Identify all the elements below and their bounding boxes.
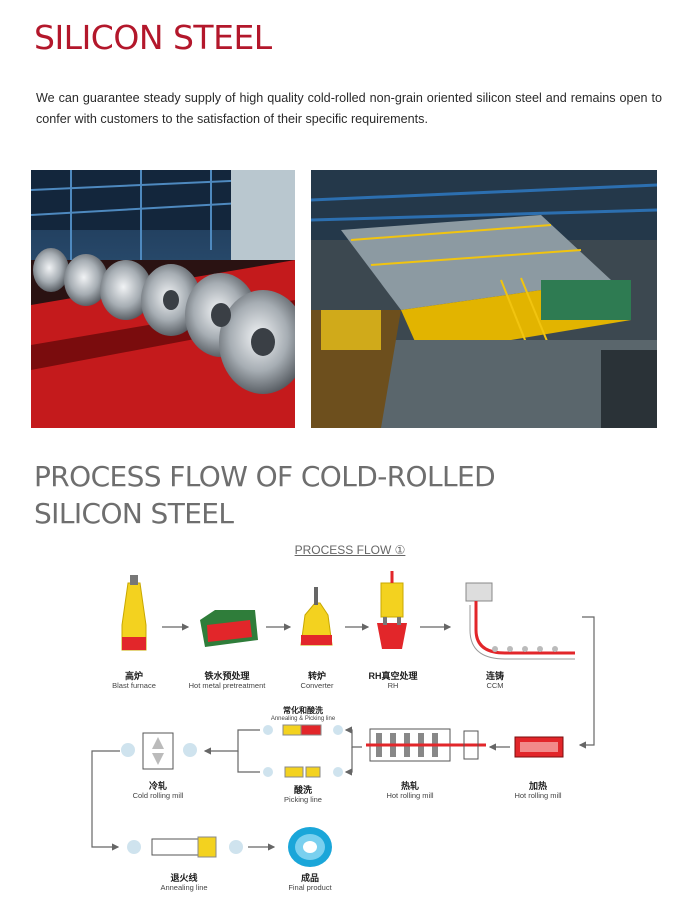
step-label-en: CCM [486, 681, 504, 690]
blast-furnace-icon [121, 575, 147, 651]
step-label-zh: 高炉 [124, 671, 143, 681]
ccm-icon [465, 582, 575, 660]
step-label-en: Final product [288, 883, 332, 892]
step-label-zh: 热轧 [400, 781, 419, 791]
step-label-zh: 酸洗 [293, 785, 312, 795]
rh-icon [377, 571, 407, 649]
step-label-en: Blast furnace [112, 681, 156, 690]
step-label-zh: 连铸 [485, 671, 504, 681]
step-label-zh: 转炉 [307, 671, 326, 681]
step-label-zh: RH真空处理 [368, 671, 418, 681]
converter-icon [300, 587, 333, 646]
step-label-en: Picking line [284, 795, 322, 804]
step-label-zh: 冷轧 [148, 781, 167, 791]
hot-rolling-icon [366, 728, 486, 762]
final-product-icon [288, 827, 332, 867]
step-label-en: RH [387, 681, 399, 690]
process-flow-label: PROCESS FLOW ① [294, 543, 406, 557]
heating-furnace-icon [514, 736, 564, 758]
pretreatment-icon [200, 610, 258, 647]
annealing-line-icon [127, 836, 243, 858]
section-heading: PROCESS FLOW OF COLD-ROLLED SILICON STEE… [34, 458, 496, 532]
production-line-photo [311, 170, 657, 428]
step-label-en: Hot rolling mill [386, 791, 434, 800]
step-label-en: Annealing & Picking line [270, 716, 336, 722]
page-title: SILICON STEEL [34, 18, 272, 57]
annealing-pickling-icon [263, 724, 343, 736]
step-label-zh: 成品 [300, 873, 319, 883]
step-label-zh: 铁水预处理 [204, 671, 250, 681]
step-label-zh: 退火线 [170, 873, 198, 883]
steel-coils-photo [31, 170, 295, 428]
step-label-zh: 加热 [528, 781, 547, 791]
section-heading-line2: SILICON STEEL [34, 497, 234, 530]
cold-rolling-icon [121, 732, 197, 770]
step-label-en: Converter [300, 681, 334, 690]
intro-paragraph: We can guarantee steady supply of high q… [36, 91, 662, 126]
step-label-en: Hot rolling mill [514, 791, 562, 800]
step-label-en: Annealing line [160, 883, 208, 892]
step-label-zh: 常化和酸洗 [283, 706, 323, 715]
step-label-en: Cold rolling mill [132, 791, 184, 800]
section-heading-line1: PROCESS FLOW OF COLD-ROLLED [34, 460, 496, 493]
pickling-icon [263, 766, 343, 778]
process-flow-diagram: 高炉 Blast furnace 铁水预处理 Hot metal pretrea… [0, 565, 700, 905]
step-label-en: Hot metal pretreatment [188, 681, 266, 690]
